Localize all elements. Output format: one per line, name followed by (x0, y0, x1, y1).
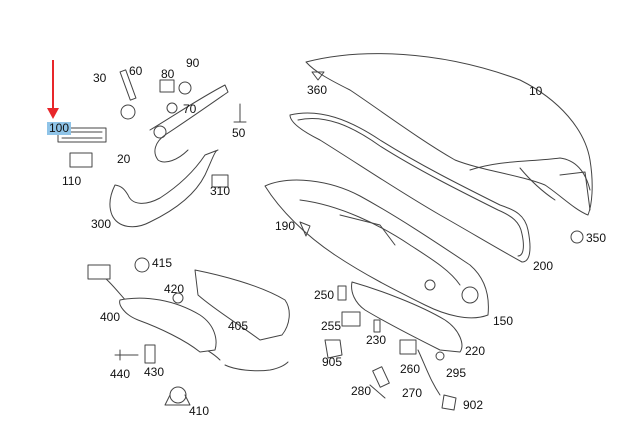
part-label-20[interactable]: 20 (117, 152, 131, 166)
part-label-230[interactable]: 230 (366, 333, 387, 347)
part-label-280[interactable]: 280 (351, 384, 372, 398)
part-label-90[interactable]: 90 (186, 56, 200, 70)
part-label-902[interactable]: 902 (463, 398, 484, 412)
part-label-60[interactable]: 60 (129, 64, 143, 78)
part-label-295[interactable]: 295 (446, 366, 467, 380)
part-label-110[interactable]: 110 (62, 174, 82, 188)
part-label-415[interactable]: 415 (152, 256, 173, 270)
part-label-410[interactable]: 410 (189, 404, 210, 418)
hinge-arm-outline (109, 84, 229, 228)
part-label-255[interactable]: 255 (321, 319, 342, 333)
part-label-100[interactable]: 100 (47, 121, 72, 135)
part-label-350[interactable]: 350 (586, 231, 607, 245)
small-parts-bottom-left (114, 344, 191, 406)
part-label-405[interactable]: 405 (228, 319, 249, 333)
part-label-10[interactable]: 10 (529, 84, 543, 98)
part-label-420[interactable]: 420 (164, 282, 185, 296)
trunk-lid-outline (305, 53, 593, 216)
inner-panel-outline (264, 179, 489, 319)
part-label-430[interactable]: 430 (144, 365, 165, 379)
part-label-310[interactable]: 310 (210, 184, 231, 198)
lid-seal-outline (289, 112, 531, 263)
part-label-70[interactable]: 70 (183, 102, 197, 116)
part-label-400[interactable]: 400 (100, 310, 121, 324)
part-label-300[interactable]: 300 (91, 217, 112, 231)
part-label-30[interactable]: 30 (93, 71, 107, 85)
part-label-50[interactable]: 50 (232, 126, 246, 140)
part-label-80[interactable]: 80 (161, 67, 175, 81)
part-label-260[interactable]: 260 (400, 362, 421, 376)
part-label-360[interactable]: 360 (307, 83, 328, 97)
part-label-150[interactable]: 150 (493, 314, 514, 328)
part-label-270[interactable]: 270 (402, 386, 423, 400)
part-label-250[interactable]: 250 (314, 288, 335, 302)
part-label-200[interactable]: 200 (533, 259, 554, 273)
part-label-440[interactable]: 440 (110, 367, 131, 381)
part-label-220[interactable]: 220 (465, 344, 486, 358)
part-label-190[interactable]: 190 (275, 219, 296, 233)
part-label-905[interactable]: 905 (322, 355, 343, 369)
small-parts-right (211, 71, 584, 411)
latch-assembly (87, 257, 290, 372)
